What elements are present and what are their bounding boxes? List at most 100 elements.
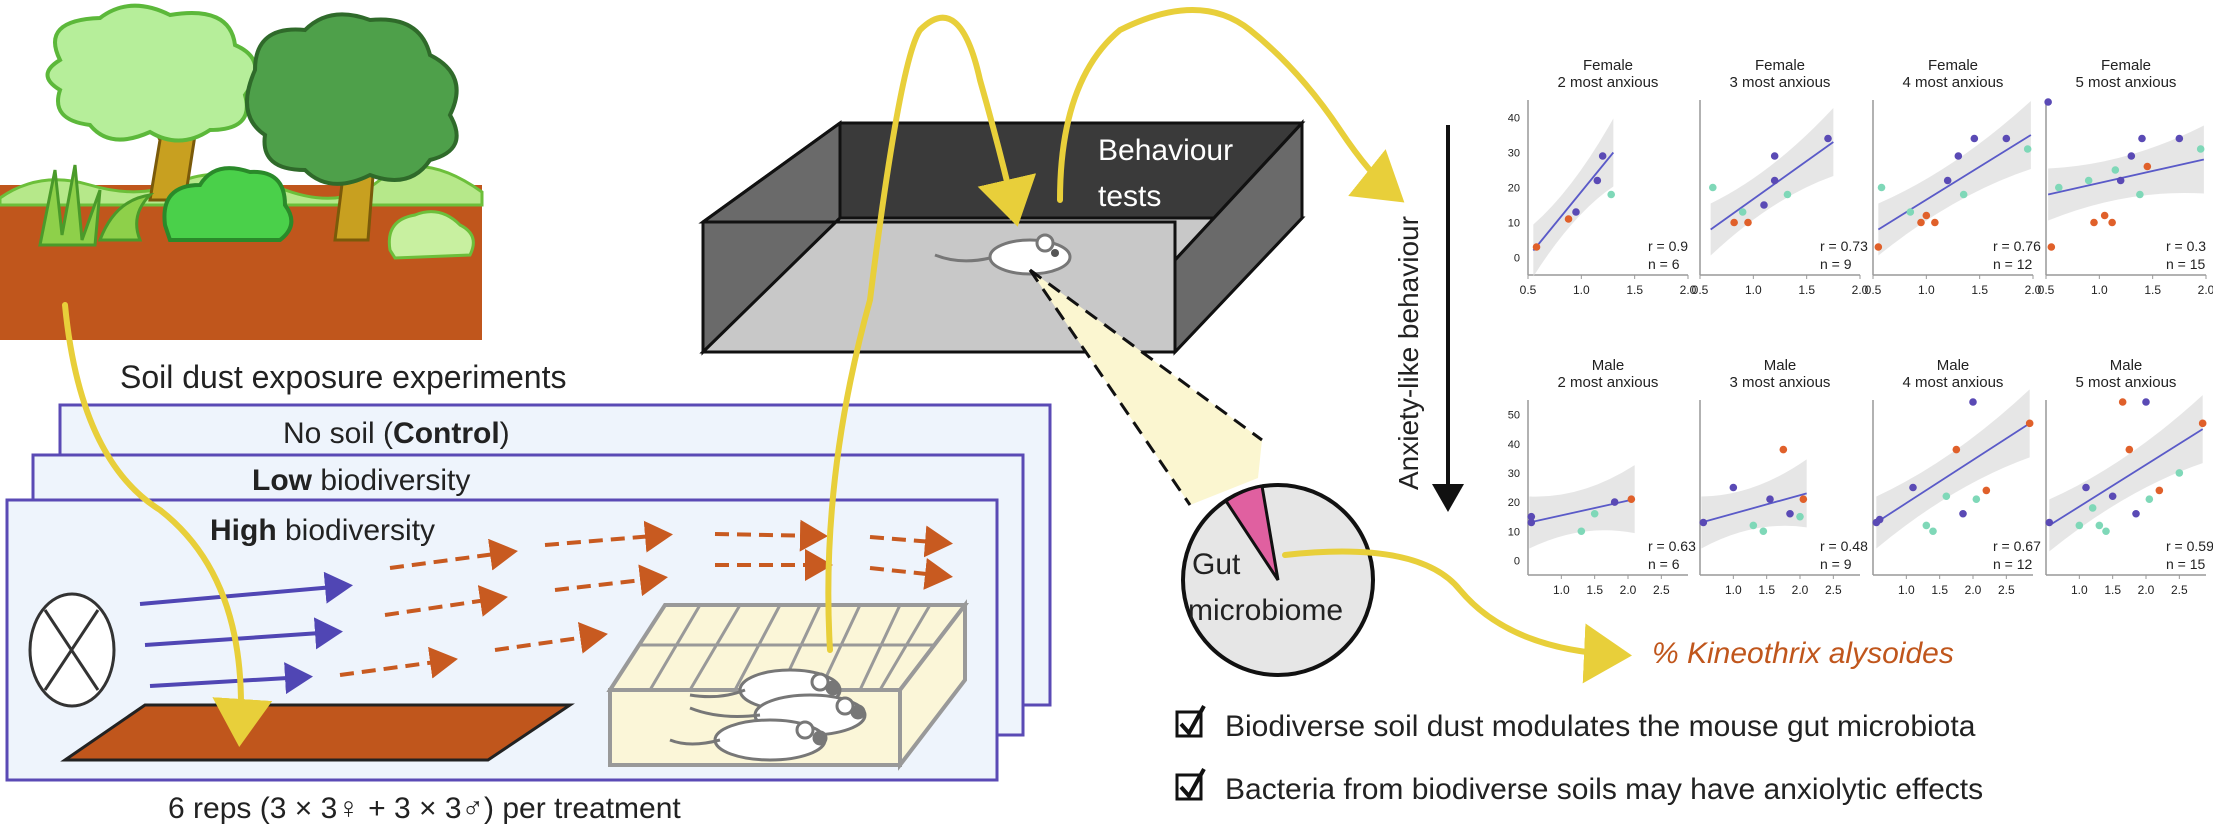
data-point <box>2045 518 2054 527</box>
confidence-band <box>1701 459 1807 549</box>
caged-mice <box>713 668 867 762</box>
data-point <box>2088 504 2097 512</box>
x-tick-label: 1.5 <box>2104 583 2121 597</box>
y-axis-label: Anxiety-like behaviour <box>1393 216 1424 490</box>
x-tick-label: 2.0 <box>2138 583 2155 597</box>
data-point <box>2002 134 2011 143</box>
r-value: r = 0.73 <box>1820 238 1868 254</box>
r-value: r = 0.48 <box>1820 538 1868 554</box>
x-tick-label: 1.5 <box>1626 283 1643 297</box>
n-value: n = 6 <box>1648 556 1680 572</box>
n-value: n = 12 <box>1993 556 2033 572</box>
soil-trees-illustration <box>0 3 484 340</box>
data-point <box>1922 211 1931 220</box>
panel-title: Female <box>2101 57 2151 74</box>
dust-arrow <box>544 520 673 553</box>
data-point <box>1770 152 1779 160</box>
data-point <box>1759 527 1768 536</box>
arrow-arena-to-plots <box>1057 7 1405 203</box>
data-point <box>2108 218 2116 227</box>
y-tick-label: 40 <box>1508 439 1520 451</box>
data-point <box>2175 469 2184 477</box>
data-point <box>1527 518 1536 527</box>
data-point <box>1922 521 1931 530</box>
data-point <box>1786 509 1794 518</box>
data-point <box>2155 486 2164 495</box>
data-point <box>1906 208 1915 216</box>
data-point <box>1942 492 1951 501</box>
data-point <box>1970 134 1979 143</box>
y-tick-label: 20 <box>1508 497 1520 509</box>
panel-title: 3 most anxious <box>1730 74 1831 91</box>
checkmark-icon <box>1179 768 1206 800</box>
panel-title: Female <box>1583 57 1633 74</box>
data-point <box>1824 134 1832 143</box>
fit-line <box>1875 422 2031 524</box>
dust-arrow <box>389 538 518 571</box>
gut-label-line1: Gut <box>1192 548 1241 581</box>
data-point <box>2044 98 2052 106</box>
arena-back-wall <box>840 123 1302 218</box>
data-point <box>1738 208 1747 216</box>
gut-label-line2: microbiome <box>1188 594 1343 627</box>
y-tick-label: 50 <box>1508 410 1520 422</box>
data-point <box>2127 152 2136 160</box>
panel-title: 2 most anxious <box>1558 74 1659 91</box>
fan-blade <box>43 609 100 691</box>
arrow-gut-to-kineothrix <box>1282 548 1632 684</box>
data-point <box>2198 419 2207 428</box>
x-tick-label: 0.5 <box>1692 283 1709 297</box>
data-point <box>2118 398 2127 406</box>
dust-arrow <box>339 646 458 679</box>
x-tick-label: 2.0 <box>2198 283 2213 297</box>
x-tick-label: 1.0 <box>1573 283 1590 297</box>
panel-title: Male <box>1592 357 1625 374</box>
dust-arrow <box>384 585 508 617</box>
data-point <box>2143 162 2152 171</box>
fit-line <box>1701 492 1807 524</box>
x-tick-label: 1.0 <box>2091 283 2108 297</box>
data-point <box>1952 445 1961 454</box>
grass-tuft <box>38 164 102 247</box>
data-point <box>1770 176 1779 185</box>
data-point <box>1532 243 1541 251</box>
x-tick-label: 1.0 <box>1918 283 1935 297</box>
panel-title: 2 most anxious <box>1558 374 1659 391</box>
data-point <box>1909 483 1917 492</box>
behaviour-label-line1: Behaviour <box>1098 134 1233 167</box>
data-point <box>1766 495 1774 503</box>
gut-microbiome: Gut microbiome <box>1028 268 1375 677</box>
data-point <box>1796 512 1804 521</box>
data-point <box>1875 515 1884 524</box>
y-tick-label: 10 <box>1508 218 1520 230</box>
data-point <box>1959 190 1968 199</box>
n-value: n = 9 <box>1820 256 1852 272</box>
y-tick-label: 30 <box>1508 468 1520 480</box>
x-tick-label: 1.5 <box>1931 583 1948 597</box>
data-point <box>1874 243 1883 251</box>
data-point <box>1527 512 1536 521</box>
data-point <box>1779 445 1788 454</box>
confidence-band <box>1533 118 1614 277</box>
conclusion-2: Bacteria from biodiverse soils may have … <box>1225 773 1983 806</box>
arrow-cage-to-arena <box>825 14 1037 653</box>
data-point <box>2025 419 2034 428</box>
data-point <box>2075 521 2084 530</box>
x-tick-label: 2.5 <box>1653 583 1670 597</box>
panel-title: 3 most anxious <box>1730 374 1831 391</box>
y-tick-label: 0 <box>1514 253 1520 265</box>
data-point <box>2136 190 2144 199</box>
confidence-band <box>2048 125 2204 221</box>
behaviour-arena: Behaviour tests <box>698 119 1306 356</box>
data-point <box>2084 176 2093 185</box>
data-point <box>2138 134 2146 143</box>
data-point <box>1969 398 1977 406</box>
x-tick-label: 2.0 <box>1792 583 1809 597</box>
conclusions: Biodiverse soil dust modulates the mouse… <box>1175 705 1983 806</box>
airflow-arrow <box>144 617 343 650</box>
airflow-arrow <box>139 571 353 606</box>
x-tick-label: 2.0 <box>1620 583 1637 597</box>
